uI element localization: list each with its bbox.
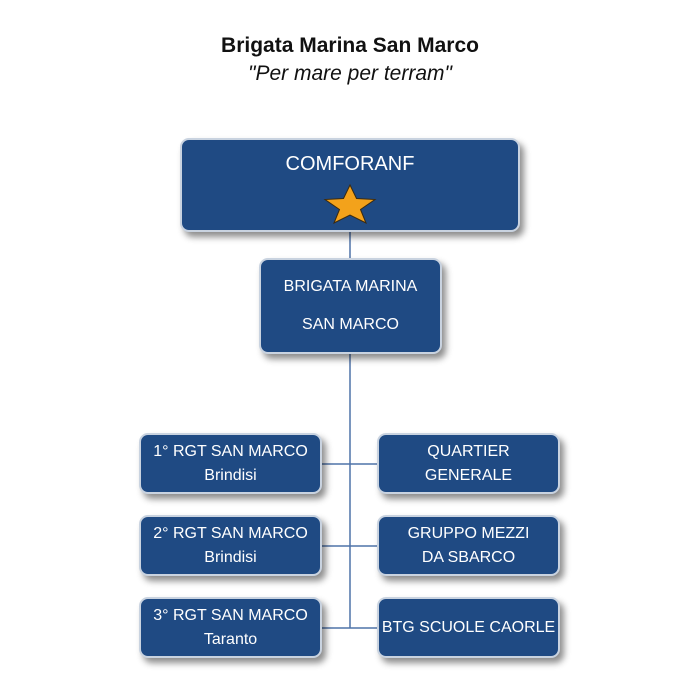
node-1-rgt-location: Brindisi	[204, 466, 257, 484]
node-brigata-marina: BRIGATA MARINA SAN MARCO	[259, 258, 442, 354]
star-icon	[323, 184, 377, 224]
node-3-rgt-location: Taranto	[203, 630, 258, 648]
node-btg-label: BTG SCUOLE CAORLE	[381, 618, 556, 636]
node-btg-scuole: BTG SCUOLE CAORLE	[377, 597, 560, 658]
node-comforanf-label: COMFORANF	[285, 153, 415, 175]
node-3-rgt: 3° RGT SAN MARCO Taranto	[139, 597, 322, 658]
node-2-rgt: 2° RGT SAN MARCO Brindisi	[139, 515, 322, 576]
node-gruppo-mezzi: GRUPPO MEZZI DA SBARCO	[377, 515, 560, 576]
node-quartier-generale: QUARTIER GENERALE	[377, 433, 560, 494]
node-quartier-line1: QUARTIER	[427, 442, 510, 460]
node-1-rgt: 1° RGT SAN MARCO Brindisi	[139, 433, 322, 494]
node-3-rgt-name: 3° RGT SAN MARCO	[153, 606, 308, 624]
node-comforanf: COMFORANF	[180, 138, 520, 232]
node-quartier-line2: GENERALE	[424, 466, 513, 484]
node-1-rgt-name: 1° RGT SAN MARCO	[153, 442, 308, 460]
node-2-rgt-location: Brindisi	[204, 548, 257, 566]
node-2-rgt-name: 2° RGT SAN MARCO	[153, 524, 308, 542]
node-brigata-line1: BRIGATA MARINA	[283, 278, 418, 295]
chart-title: Brigata Marina San Marco	[221, 34, 479, 57]
node-brigata-line2: SAN MARCO	[302, 316, 399, 333]
node-gruppo-line1: GRUPPO MEZZI	[407, 524, 530, 542]
motto: "Per mare per terram"	[248, 62, 452, 85]
node-gruppo-line2: DA SBARCO	[421, 548, 516, 566]
